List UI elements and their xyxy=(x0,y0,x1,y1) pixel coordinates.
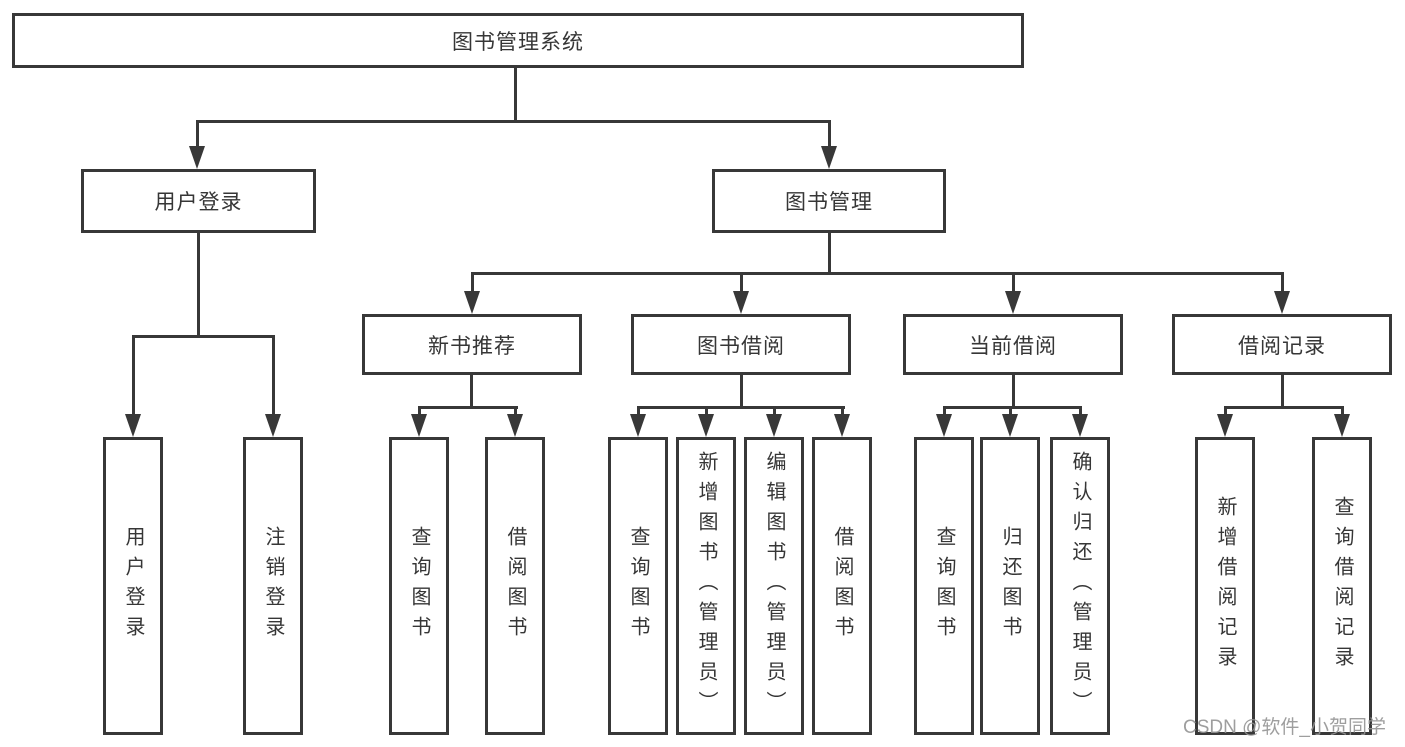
leaf-label: 查询图书 xyxy=(408,526,430,646)
arrow-down-icon xyxy=(936,414,952,437)
connector-line xyxy=(740,272,743,294)
connector-line xyxy=(1281,375,1284,406)
connector-line xyxy=(1224,406,1227,416)
leaf-logout: 注销登录 xyxy=(243,437,303,735)
connector-line xyxy=(1012,375,1015,406)
connector-line xyxy=(841,406,844,416)
arrow-down-icon xyxy=(766,414,782,437)
leaf-borrow-books: 借阅图书 xyxy=(812,437,872,735)
node-new-book-recommendation: 新书推荐 xyxy=(362,314,582,375)
node-current-borrowing: 当前借阅 xyxy=(903,314,1123,375)
node-label: 用户登录 xyxy=(154,191,243,214)
leaf-query-books-borrowing: 查询图书 xyxy=(608,437,668,735)
connector-line xyxy=(943,406,946,416)
node-borrowing-records: 借阅记录 xyxy=(1172,314,1392,375)
connector-line xyxy=(1012,272,1015,294)
leaf-label: 注销登录 xyxy=(262,526,284,646)
leaf-return-books: 归还图书 xyxy=(980,437,1040,735)
connector-line xyxy=(637,406,845,409)
leaf-add-borrow-record: 新增借阅记录 xyxy=(1195,437,1255,735)
connector-line xyxy=(514,406,517,416)
arrow-down-icon xyxy=(1217,414,1233,437)
leaf-query-borrow-record: 查询借阅记录 xyxy=(1312,437,1372,735)
connector-line xyxy=(471,272,1283,275)
connector-line xyxy=(418,406,518,409)
connector-line xyxy=(470,375,473,406)
arrow-down-icon xyxy=(1002,414,1018,437)
leaf-borrow-books-recommend: 借阅图书 xyxy=(485,437,545,735)
leaf-label: 借阅图书 xyxy=(831,526,853,646)
csdn-watermark: CSDN @软件_小贺同学 xyxy=(1183,717,1386,738)
leaf-label: 查询图书 xyxy=(933,526,955,646)
connector-line xyxy=(828,233,831,272)
arrow-down-icon xyxy=(464,291,480,314)
node-book-management: 图书管理 xyxy=(712,169,946,233)
leaf-label: 新增借阅记录 xyxy=(1214,496,1236,676)
leaf-label: 归还图书 xyxy=(999,526,1021,646)
node-book-borrowing: 图书借阅 xyxy=(631,314,851,375)
connector-line xyxy=(471,272,474,294)
connector-line xyxy=(197,120,831,123)
arrow-down-icon xyxy=(834,414,850,437)
leaf-user-login: 用户登录 xyxy=(103,437,163,735)
connector-line xyxy=(705,406,708,416)
arrow-down-icon xyxy=(411,414,427,437)
arrow-down-icon xyxy=(507,414,523,437)
connector-line xyxy=(418,406,421,416)
leaf-label: 确认归还（管理员） xyxy=(1069,451,1091,721)
connector-line xyxy=(1009,406,1012,416)
connector-line xyxy=(196,120,199,150)
connector-line xyxy=(637,406,640,416)
node-user-login: 用户登录 xyxy=(81,169,316,233)
leaf-edit-books-admin: 编辑图书（管理员） xyxy=(744,437,804,735)
connector-line xyxy=(740,375,743,406)
node-label: 新书推荐 xyxy=(428,334,516,358)
connector-line xyxy=(272,335,275,415)
node-label: 借阅记录 xyxy=(1238,334,1326,358)
arrow-down-icon xyxy=(630,414,646,437)
leaf-label: 查询借阅记录 xyxy=(1331,496,1353,676)
arrow-down-icon xyxy=(1274,291,1290,314)
leaf-add-books-admin: 新增图书（管理员） xyxy=(676,437,736,735)
connector-line xyxy=(943,406,1082,409)
node-label: 图书借阅 xyxy=(697,334,785,358)
connector-line xyxy=(828,120,831,150)
connector-line xyxy=(1079,406,1082,416)
connector-line xyxy=(1224,406,1344,409)
arrow-down-icon xyxy=(189,146,205,169)
leaf-query-books-current: 查询图书 xyxy=(914,437,974,735)
arrow-down-icon xyxy=(821,146,837,169)
leaf-label: 查询图书 xyxy=(627,526,649,646)
node-label: 图书管理 xyxy=(785,191,873,214)
node-label: 当前借阅 xyxy=(969,334,1057,358)
leaf-label: 借阅图书 xyxy=(504,526,526,646)
leaf-confirm-return-admin: 确认归还（管理员） xyxy=(1050,437,1110,735)
arrow-down-icon xyxy=(1072,414,1088,437)
arrow-down-icon xyxy=(1005,291,1021,314)
arrow-down-icon xyxy=(698,414,714,437)
connector-line xyxy=(132,335,135,415)
leaf-label: 用户登录 xyxy=(122,526,144,646)
leaf-label: 新增图书（管理员） xyxy=(695,451,717,721)
node-label: 图书管理系统 xyxy=(452,30,584,54)
connector-line xyxy=(132,335,275,338)
node-library-management-system: 图书管理系统 xyxy=(12,13,1024,68)
arrow-down-icon xyxy=(125,414,141,437)
arrow-down-icon xyxy=(1334,414,1350,437)
arrow-down-icon xyxy=(265,414,281,437)
connector-line xyxy=(1341,406,1344,416)
leaf-label: 编辑图书（管理员） xyxy=(763,451,785,721)
connector-line xyxy=(197,233,200,335)
arrow-down-icon xyxy=(733,291,749,314)
connector-line xyxy=(773,406,776,416)
connector-line xyxy=(514,68,517,120)
connector-line xyxy=(1281,272,1284,294)
leaf-query-books-recommend: 查询图书 xyxy=(389,437,449,735)
